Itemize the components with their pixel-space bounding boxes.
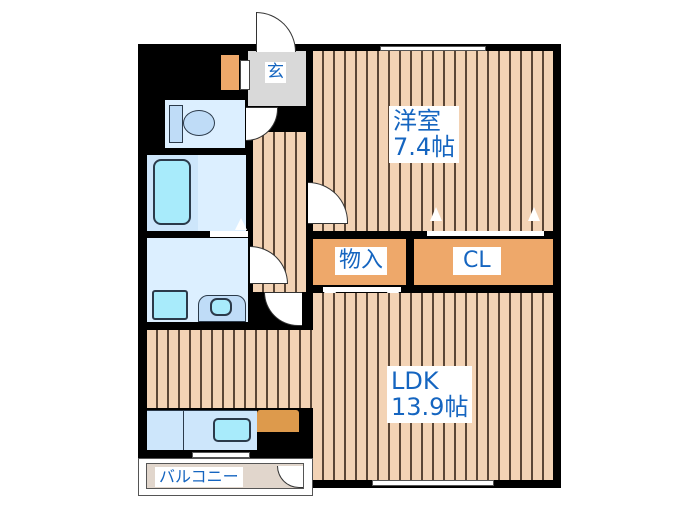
ldk-name: LDK xyxy=(391,367,439,395)
entrance-label: 玄 xyxy=(265,62,286,83)
fridge-space xyxy=(257,410,299,432)
wash-basin xyxy=(210,298,232,316)
closet-door-marker-2 xyxy=(528,207,540,221)
entrance-door[interactable] xyxy=(256,12,296,52)
closet-sill xyxy=(427,231,544,236)
storage-label: 物入 xyxy=(335,247,388,276)
kitchen-wall xyxy=(257,432,303,452)
bath-door-sill xyxy=(210,231,248,237)
toilet-bowl xyxy=(183,110,215,136)
western-room-window xyxy=(380,46,486,51)
entrance-cabinet-doors xyxy=(240,60,250,90)
western-room-label: 洋室 7.4帖 xyxy=(389,106,460,163)
ldk-label: LDK 13.9帖 xyxy=(387,366,473,423)
balcony-label: バルコニー xyxy=(155,467,243,487)
pipe-shaft xyxy=(138,44,220,100)
ldk-kitchen-area xyxy=(147,330,313,408)
ldk-window xyxy=(372,480,494,486)
ldk-size: 13.9帖 xyxy=(391,393,469,422)
kitchen-sink xyxy=(213,418,251,442)
shoe-cabinet xyxy=(221,55,239,90)
closet-label: CL xyxy=(453,247,501,276)
western-room-name: 洋室 xyxy=(393,107,441,135)
closet-door-marker-1 xyxy=(430,207,442,221)
western-room-size: 7.4帖 xyxy=(393,133,456,162)
kitchen-window xyxy=(192,452,250,458)
storage-sill xyxy=(323,287,401,292)
bath-door-marker xyxy=(235,218,247,230)
toilet-tank xyxy=(169,105,183,143)
kitchen-divider xyxy=(183,410,184,450)
washing-machine xyxy=(152,290,188,320)
bathtub xyxy=(153,159,191,225)
